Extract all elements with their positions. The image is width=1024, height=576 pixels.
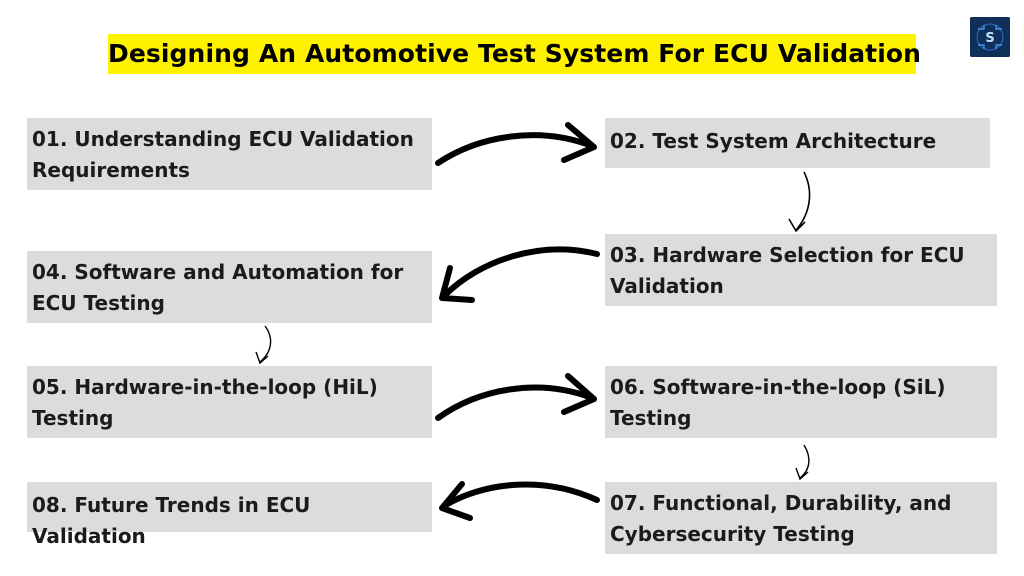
circuit-logo-icon: S	[970, 17, 1010, 57]
page-title: Designing An Automotive Test System For …	[108, 34, 921, 74]
step-box-02: 02. Test System Architecture	[605, 118, 990, 168]
step-box-07: 07. Functional, Durability, and Cybersec…	[605, 482, 997, 554]
step-label-07: 07. Functional, Durability, and Cybersec…	[610, 491, 952, 546]
step-label-04: 04. Software and Automation for ECU Test…	[32, 260, 404, 315]
arrow-07-to-08	[439, 481, 600, 521]
step-box-06: 06. Software-in-the-loop (SiL) Testing	[605, 366, 997, 438]
step-box-05: 05. Hardware-in-the-loop (HiL) Testing	[27, 366, 432, 438]
arrow-04-to-05	[255, 325, 272, 365]
arrow-03-to-04	[439, 246, 600, 303]
step-label-05: 05. Hardware-in-the-loop (HiL) Testing	[32, 375, 378, 430]
step-label-03: 03. Hardware Selection for ECU Validatio…	[610, 243, 965, 298]
arrow-06-to-07	[795, 444, 810, 481]
step-label-02: 02. Test System Architecture	[610, 129, 937, 153]
arrow-02-to-03	[788, 171, 811, 233]
step-box-03: 03. Hardware Selection for ECU Validatio…	[605, 234, 997, 306]
arrow-05-to-06	[435, 373, 597, 421]
step-box-01: 01. Understanding ECU Validation Require…	[27, 118, 432, 190]
step-label-08: 08. Future Trends in ECU Validation	[32, 493, 311, 548]
arrow-01-to-02	[435, 122, 597, 166]
step-label-06: 06. Software-in-the-loop (SiL) Testing	[610, 375, 946, 430]
step-label-01: 01. Understanding ECU Validation Require…	[32, 127, 414, 182]
step-box-08: 08. Future Trends in ECU Validation	[27, 482, 432, 548]
step-box-04: 04. Software and Automation for ECU Test…	[27, 251, 432, 323]
svg-text:S: S	[985, 31, 994, 46]
